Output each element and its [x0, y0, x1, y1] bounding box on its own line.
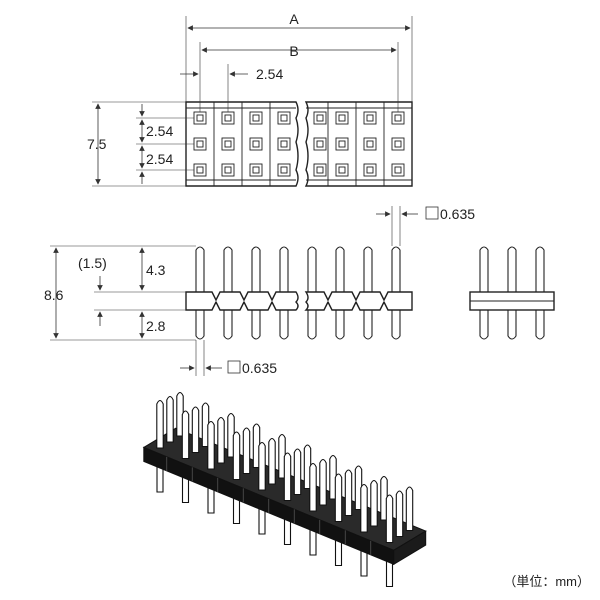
top-view-columns	[213, 102, 385, 186]
pin	[303, 444, 312, 490]
pin	[329, 454, 337, 500]
pin	[258, 441, 266, 491]
pin	[334, 473, 343, 523]
pin	[360, 483, 368, 533]
dim-lower-label: 2.8	[146, 318, 166, 334]
unit-note: （単位：mm）	[503, 574, 590, 589]
dim-A-label: A	[289, 11, 299, 27]
pin	[380, 475, 388, 521]
pin	[309, 462, 317, 512]
dim-upper-label: 4.3	[146, 262, 166, 278]
pin	[385, 494, 394, 544]
dim-B-label: B	[289, 43, 298, 59]
square-symbol-icon	[425, 206, 439, 220]
top-view-pins	[193, 111, 405, 177]
square-symbol-icon	[227, 360, 241, 374]
dim-width-label: 7.5	[87, 136, 107, 152]
end-view	[469, 246, 555, 340]
pin	[217, 416, 225, 464]
dim-row2-label: 2.54	[146, 151, 173, 167]
pin	[176, 391, 184, 437]
dim-total-label: 8.6	[44, 287, 64, 303]
pin	[191, 406, 200, 454]
pin	[319, 458, 327, 506]
dim-row1-label: 2.54	[146, 123, 173, 139]
side-view-body	[185, 291, 299, 311]
pin	[227, 412, 235, 458]
pin	[283, 452, 292, 502]
pin	[156, 399, 164, 449]
pin	[268, 437, 276, 485]
pin	[181, 410, 190, 460]
dim-body-label: (1.5)	[78, 255, 107, 271]
pin	[293, 448, 302, 496]
side-view: 8.6 (1.5) 4.3 2.8 0.635 0.635	[44, 206, 475, 376]
pin	[232, 431, 241, 481]
pin	[252, 423, 261, 469]
side-view-pins	[195, 246, 401, 340]
pin	[405, 486, 414, 532]
pin	[207, 420, 215, 470]
pin	[354, 465, 363, 511]
pin	[201, 402, 210, 448]
pin	[278, 433, 286, 479]
pin	[370, 479, 378, 527]
pin-square-top-label: 0.635	[440, 206, 475, 222]
dim-pitch-label: 2.54	[256, 66, 283, 82]
pin	[395, 490, 404, 538]
top-view: A B 2.54 7.5 2.54 2.54	[87, 11, 413, 187]
body-side-face	[393, 530, 427, 566]
pin	[166, 395, 174, 443]
pin	[344, 469, 353, 517]
pin	[242, 427, 251, 475]
pin-square-bottom-label: 0.635	[242, 360, 277, 376]
isometric-view	[142, 391, 427, 588]
